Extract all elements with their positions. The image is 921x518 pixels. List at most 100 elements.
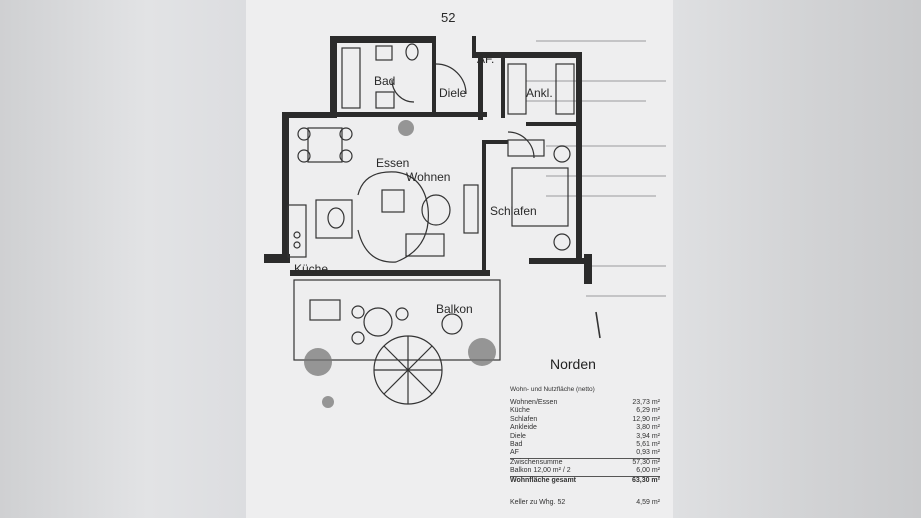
chair [297,127,311,141]
balkon-name: Balkon 12,00 m² / 2 [510,467,571,475]
balcony-table [363,307,393,337]
sofa [405,233,445,257]
area-value: 3,94 m² [636,432,660,440]
room-label-schlafen: Schlafen [490,204,537,218]
kitchen-counter [287,204,307,258]
room-label-af: AF. [477,52,495,66]
area-row: Diele 3,94 m² [510,433,660,441]
balcony-outline [293,279,501,361]
shower-tray [375,91,395,109]
inner-wall [482,140,486,270]
toilet [405,43,419,61]
keller-row: Keller zu Whg. 52 4,59 m² [510,499,660,507]
inner-wall [478,52,483,120]
area-name: Diele [510,432,526,440]
nightstand [553,233,571,251]
kitchen-table [315,199,353,239]
area-name: AF [510,449,519,457]
coffee-table [421,194,451,226]
double-bed [511,167,569,227]
wall [290,270,490,276]
wall [264,254,290,263]
ghost-text-line [526,80,666,82]
ghost-text-line [536,40,646,42]
stove-burner [293,231,301,239]
plant-icon [304,348,332,376]
room-label-ankl: Ankl. [526,86,553,100]
inner-wall [486,140,508,144]
chair [339,149,353,163]
room-label-wohnen: Wohnen [406,170,451,184]
chair [351,331,365,345]
wardrobe [507,63,527,115]
dresser [507,139,545,157]
blurred-background-left [0,0,246,518]
area-value: 0,93 m² [636,449,660,457]
wall [584,254,592,284]
door-swing [435,63,467,95]
wardrobe [555,63,575,115]
area-name: Bad [510,441,523,449]
ghost-text-line [586,295,666,297]
ghost-text-line [546,175,666,177]
ghost-text-line [546,195,656,197]
ghost-text-line [526,100,646,102]
area-row: Ankleide 3,80 m² [510,424,660,432]
deck-line [383,345,433,395]
area-name: Ankleide [510,424,537,432]
wall [330,36,337,114]
plant-icon [398,120,414,136]
armchair [381,189,405,213]
area-value: 12,90 m² [632,415,660,423]
balkon-row: Balkon 12,00 m² / 2 6,00 m² [510,467,660,475]
ghost-text-line [586,265,666,267]
area-name: Schlafen [510,415,538,423]
door-swing [507,131,535,159]
wall [472,52,582,58]
wall [529,258,589,264]
keller-value: 4,59 m² [636,499,660,507]
plant-icon [322,396,334,408]
room-label-essen: Essen [376,156,410,170]
inner-wall [501,58,505,118]
north-label: Norden [550,356,596,372]
chair [339,127,353,141]
area-row: AF 0,93 m² [510,449,660,457]
nightstand [553,145,571,163]
north-arrow [595,311,601,339]
floor-plan-sheet: 52 Bad AF. Diele Ankl. Essen Wohnen Schl… [246,0,673,518]
blurred-background-right [672,0,921,518]
washbasin [375,45,393,61]
chair [351,305,365,319]
rug [357,171,429,263]
lounger [309,299,341,321]
balkon-value: 6,00 m² [636,467,660,475]
area-name: Küche [510,407,530,415]
inner-wall [526,122,578,126]
plant-icon [468,338,496,366]
wall [282,112,289,257]
chair [395,307,409,321]
unit-number: 52 [441,10,456,25]
total-value: 63,30 m² [631,476,660,484]
dining-table [307,127,343,163]
inner-wall [337,112,487,117]
stove-burner [293,241,301,249]
floor-plan-drawing [264,36,601,408]
chair [297,149,311,163]
balcony-table [441,313,463,335]
total-name: Wohnfläche gesamt [510,476,576,484]
wall [576,52,582,260]
door-swing [391,79,415,103]
room-label-bad: Bad [374,74,396,88]
keller-name: Keller zu Whg. 52 [510,499,566,507]
total-row: Wohnfläche gesamt 63,30 m² [510,475,660,485]
room-label-diele: Diele [439,86,467,100]
area-name: Wohnen/Essen [510,399,558,406]
area-value: 3,80 m² [636,424,660,432]
area-table-caption: Wohn- und Nutzfläche (netto) [510,386,595,393]
area-value: 5,61 m² [636,441,660,449]
inner-wall [472,36,476,56]
